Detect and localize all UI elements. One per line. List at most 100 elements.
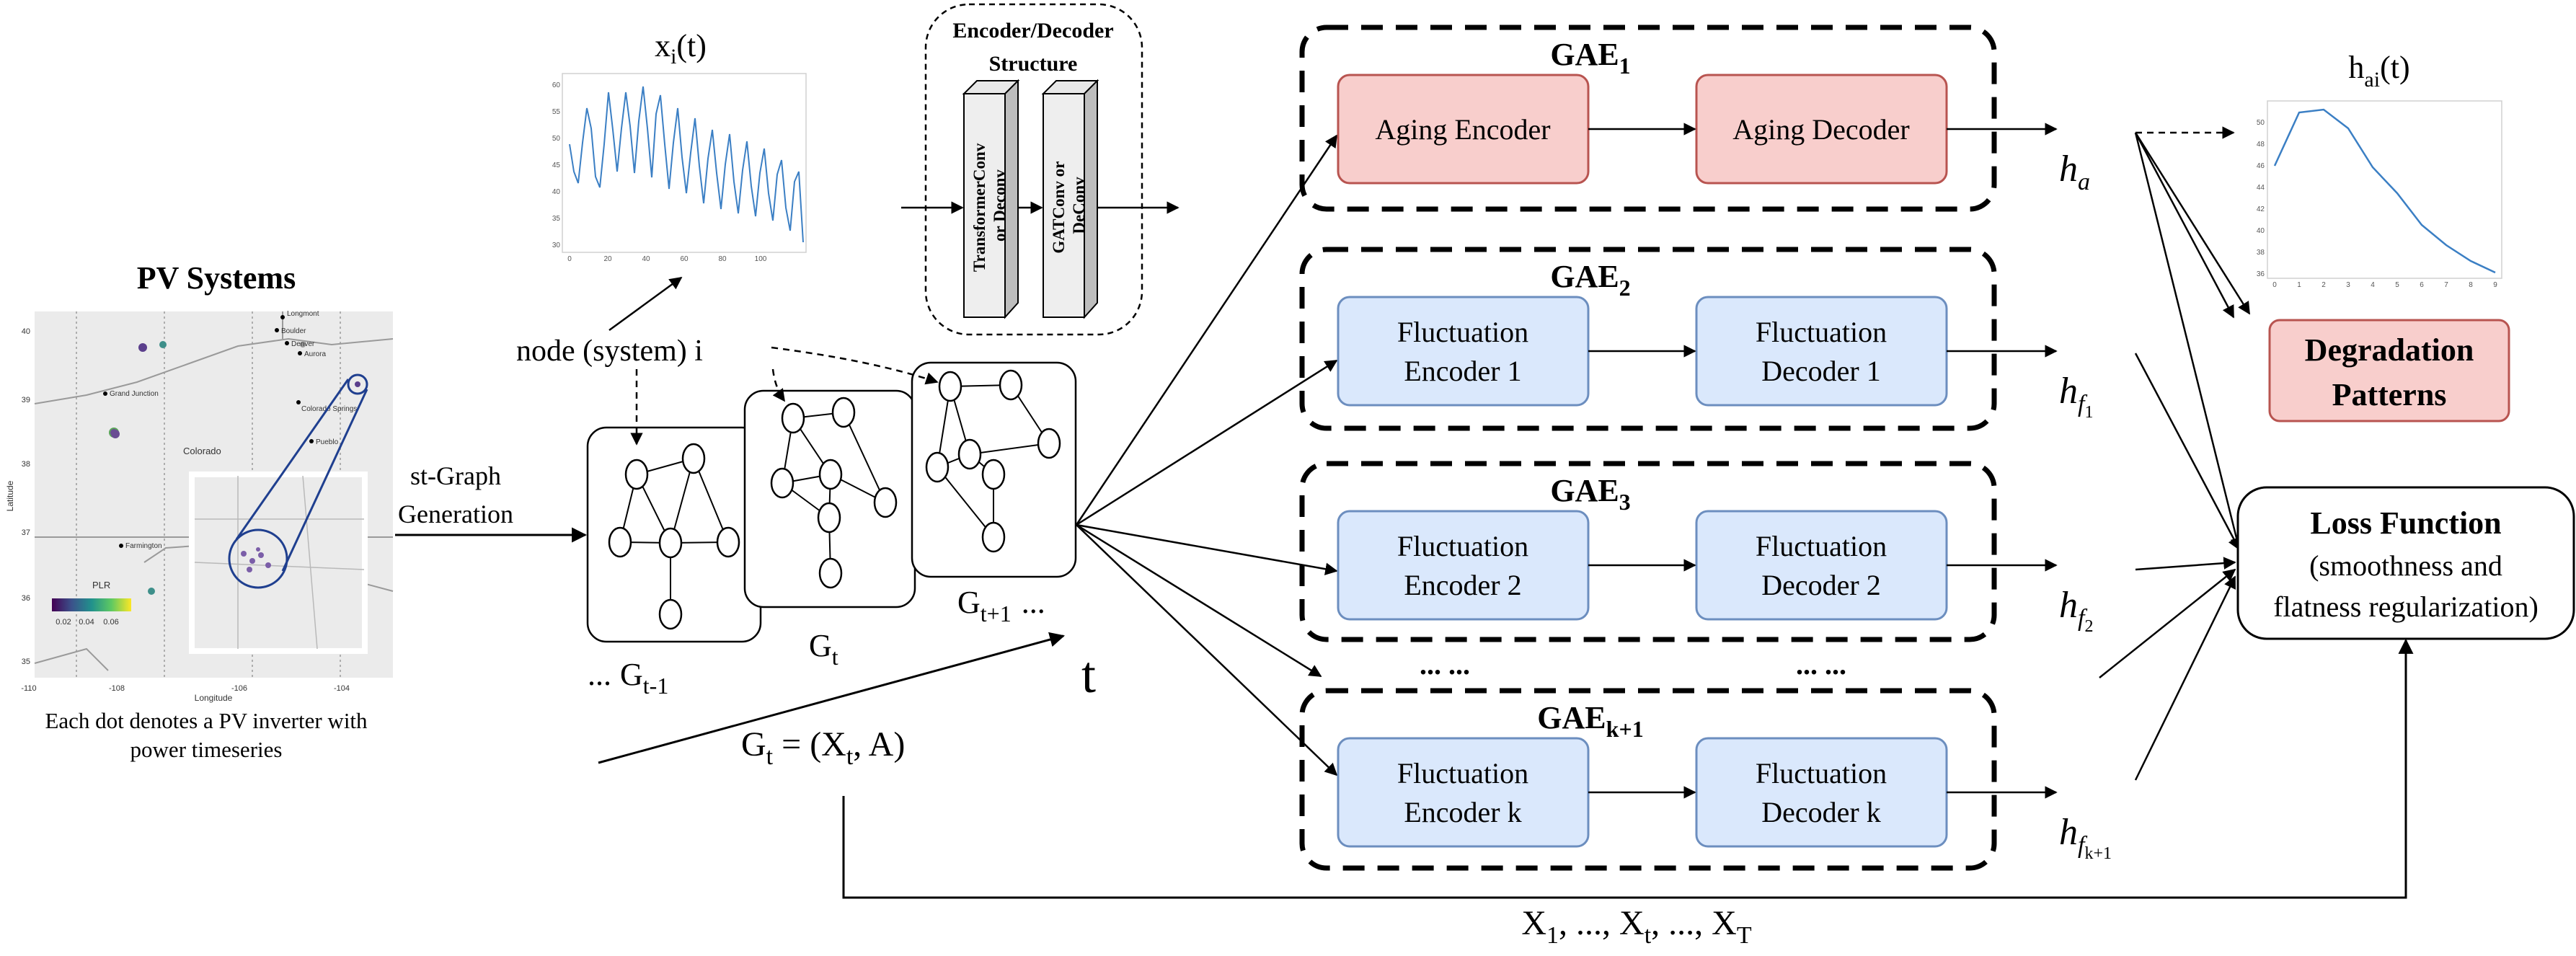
xi-x-ticks: 0 20 40 60 80 100 bbox=[567, 255, 767, 263]
degradation-line2: Patterns bbox=[2332, 377, 2447, 412]
node-pointer-arrow bbox=[771, 346, 939, 385]
pv-systems-title: PV Systems bbox=[137, 260, 296, 296]
latent-output-label: hf1 bbox=[2059, 371, 2093, 422]
hai-title-part: (t) bbox=[2380, 50, 2410, 85]
graph-label-t-minus-1: ...Gt-1 bbox=[588, 657, 668, 699]
encoder-label: Encoder 2 bbox=[1404, 569, 1521, 601]
latent-h: h bbox=[2059, 812, 2078, 853]
graph-g: G bbox=[809, 628, 832, 663]
hai-title: hai(t) bbox=[2348, 50, 2409, 92]
block-label-line: DeConv bbox=[1070, 177, 1088, 234]
graph-label-t: Gt bbox=[809, 628, 838, 670]
loss-function-line2: (smoothness and bbox=[2309, 549, 2502, 582]
gae-label-part: GAE bbox=[1550, 37, 1619, 72]
hai-x-tick: 1 bbox=[2297, 281, 2301, 289]
hai-x-tick: 5 bbox=[2395, 281, 2399, 289]
zoom-inset-roads bbox=[194, 475, 365, 650]
node-pointer-arrow bbox=[771, 368, 786, 402]
ellipsis-right: ... ... bbox=[1796, 648, 1846, 681]
hai-title-part: ai bbox=[2364, 68, 2380, 92]
graph-sub: t+1 bbox=[981, 601, 1012, 627]
encdec-title-line2: Structure bbox=[989, 52, 1078, 76]
city-label: Grand Junction bbox=[110, 390, 159, 398]
fanout-arrows bbox=[1075, 134, 1338, 776]
gae-label: GAEk+1 bbox=[1537, 700, 1643, 742]
graph-sub: t-1 bbox=[643, 673, 669, 699]
xi-title-part: i bbox=[670, 45, 676, 68]
hai-x-tick: 4 bbox=[2371, 281, 2375, 289]
lon-tick: -110 bbox=[21, 684, 36, 693]
st-graph-label-line2: Generation bbox=[398, 500, 513, 528]
hai-y-tick: 50 bbox=[2257, 119, 2265, 127]
zoom-inset bbox=[189, 472, 368, 654]
encoder-label: Encoder 1 bbox=[1404, 355, 1521, 387]
seq-part: 1 bbox=[1546, 922, 1559, 949]
block-label-line: or Deconv bbox=[991, 169, 1009, 242]
ellipsis-left: ... ... bbox=[1420, 648, 1470, 681]
zoom-target-circle bbox=[228, 528, 288, 589]
st-graph-label-line1: st-Graph bbox=[410, 461, 501, 490]
city-label: Boulder bbox=[281, 327, 306, 335]
encdec-block1-label: TransformerConv or Deconv bbox=[970, 139, 1009, 272]
hai-y-tick: 36 bbox=[2257, 270, 2265, 278]
hai-x-ticks: 0 1 2 3 4 5 6 7 8 9 bbox=[2272, 281, 2497, 289]
encoder-label: Fluctuation bbox=[1397, 530, 1528, 562]
graph-dots: ... bbox=[1022, 585, 1045, 620]
input-feedback-arrow bbox=[842, 638, 2414, 899]
city-label: Aurora bbox=[304, 350, 326, 358]
graph-label-t-plus-1: Gt+1... bbox=[957, 585, 1045, 627]
gae-dashed-border bbox=[1299, 25, 1997, 212]
lat-tick: 38 bbox=[22, 460, 30, 469]
hai-x-tick: 8 bbox=[2469, 281, 2473, 289]
gae-label: GAE2 bbox=[1550, 259, 1630, 301]
latent-subsub: 1 bbox=[2084, 403, 2093, 422]
pv-caption-line2: power timeseries bbox=[130, 737, 283, 762]
xi-x-tick: 60 bbox=[680, 255, 689, 263]
xi-x-tick: 80 bbox=[718, 255, 727, 263]
fluctuation-encoder-box bbox=[1337, 737, 1590, 848]
gae-label-part: 1 bbox=[1619, 53, 1631, 79]
hai-y-tick: 42 bbox=[2257, 205, 2265, 213]
graph-t-plus-1-nodes bbox=[925, 369, 1061, 553]
graph-t-nodes bbox=[770, 397, 898, 589]
gae-label-part: 2 bbox=[1619, 275, 1631, 301]
latent-sub: a bbox=[2078, 169, 2090, 195]
fluctuation-decoder-box bbox=[1695, 510, 1948, 621]
encdec-block2-front bbox=[1043, 93, 1085, 318]
encdec-block1-front bbox=[963, 93, 1006, 318]
encoder-label: Encoder k bbox=[1404, 796, 1521, 828]
time-axis-label: t bbox=[1081, 646, 1096, 704]
input-sequence-label: X1, ..., Xt, ..., XT bbox=[1521, 904, 1751, 949]
lat-tick: 40 bbox=[22, 327, 30, 336]
latent-h: h bbox=[2059, 371, 2078, 412]
fluctuation-decoder-box bbox=[1695, 296, 1948, 407]
xi-x-tick: 100 bbox=[755, 255, 767, 263]
graph-t-minus-1-edges bbox=[619, 458, 729, 614]
latent-h: h bbox=[2059, 585, 2078, 626]
graph-t-plus-1-edges bbox=[937, 384, 1050, 538]
loss-function-title: Loss Function bbox=[2310, 505, 2501, 541]
fluctuation-decoder-box bbox=[1695, 737, 1948, 848]
xi-y-tick: 50 bbox=[552, 135, 561, 143]
fluctuation-encoder-box bbox=[1337, 296, 1590, 407]
fluctuation-encoder-box bbox=[1337, 510, 1590, 621]
encoder-label: Aging Encoder bbox=[1375, 113, 1550, 146]
map-lat-ticks: 40 39 38 37 36 35 bbox=[22, 327, 30, 666]
degradation-line1: Degradation bbox=[2305, 332, 2474, 368]
xi-y-tick: 60 bbox=[552, 81, 561, 89]
graph-t-edges bbox=[782, 412, 886, 574]
xi-timeseries-panel: xi(t) 60 55 50 45 40 35 30 0 20 40 60 80… bbox=[552, 28, 807, 263]
latent-output-label: hf2 bbox=[2059, 585, 2093, 636]
xi-title-part: x bbox=[655, 28, 670, 63]
eq-part: , A) bbox=[853, 725, 905, 764]
decoder-label: Fluctuation bbox=[1756, 316, 1887, 348]
inverter-cluster bbox=[300, 342, 306, 348]
hai-series-line bbox=[2273, 108, 2496, 274]
inverter-cluster bbox=[111, 430, 120, 438]
hai-plot-frame bbox=[2267, 100, 2502, 279]
latent-output-label: hfk+1 bbox=[2059, 812, 2112, 863]
gae-label-part: GAE bbox=[1550, 259, 1619, 294]
seq-part: , ..., X bbox=[1559, 904, 1645, 942]
hai-panel: hai(t) 50 48 46 44 42 40 38 36 0 1 2 3 4… bbox=[2257, 50, 2502, 289]
